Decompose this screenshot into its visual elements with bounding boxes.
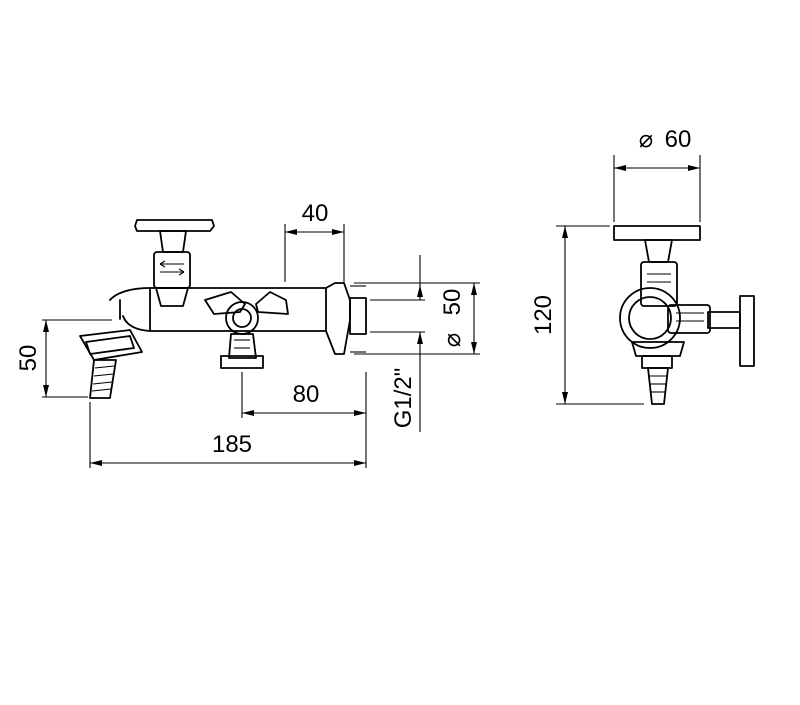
dim-text-40: 40	[302, 200, 329, 227]
side-view: 40 50 80 185 G1/2" ⌀ 50	[15, 200, 480, 468]
extension-lines	[42, 224, 480, 468]
dim-text-120: 120	[530, 295, 557, 335]
dim-label-handle-dia: ⌀ 60	[639, 126, 692, 153]
wall-flange	[325, 282, 367, 355]
dim-text-50-left: 50	[15, 345, 42, 372]
hose-nozzle	[79, 329, 143, 399]
top-valve-handle	[134, 219, 215, 307]
dimension-lines	[43, 229, 477, 466]
end-extension-lines	[556, 155, 701, 405]
dim-text-thread: G1/2"	[390, 368, 417, 429]
dim-text-flange-50: 50	[439, 289, 466, 316]
center-tri-handle	[204, 291, 289, 369]
dim-text-60: 60	[665, 126, 692, 153]
end-view: ⌀ 60 120	[530, 126, 755, 405]
diameter-symbol: ⌀	[439, 333, 466, 347]
valve-body	[109, 287, 327, 332]
diameter-symbol-60: ⌀	[639, 126, 653, 153]
dim-text-185: 185	[212, 431, 252, 458]
end-body	[619, 287, 755, 367]
dim-label-flange-dia: ⌀ 50	[439, 289, 466, 348]
end-top-handle	[613, 225, 701, 307]
end-bottom-nozzle	[631, 341, 685, 405]
dim-text-80: 80	[293, 381, 320, 408]
